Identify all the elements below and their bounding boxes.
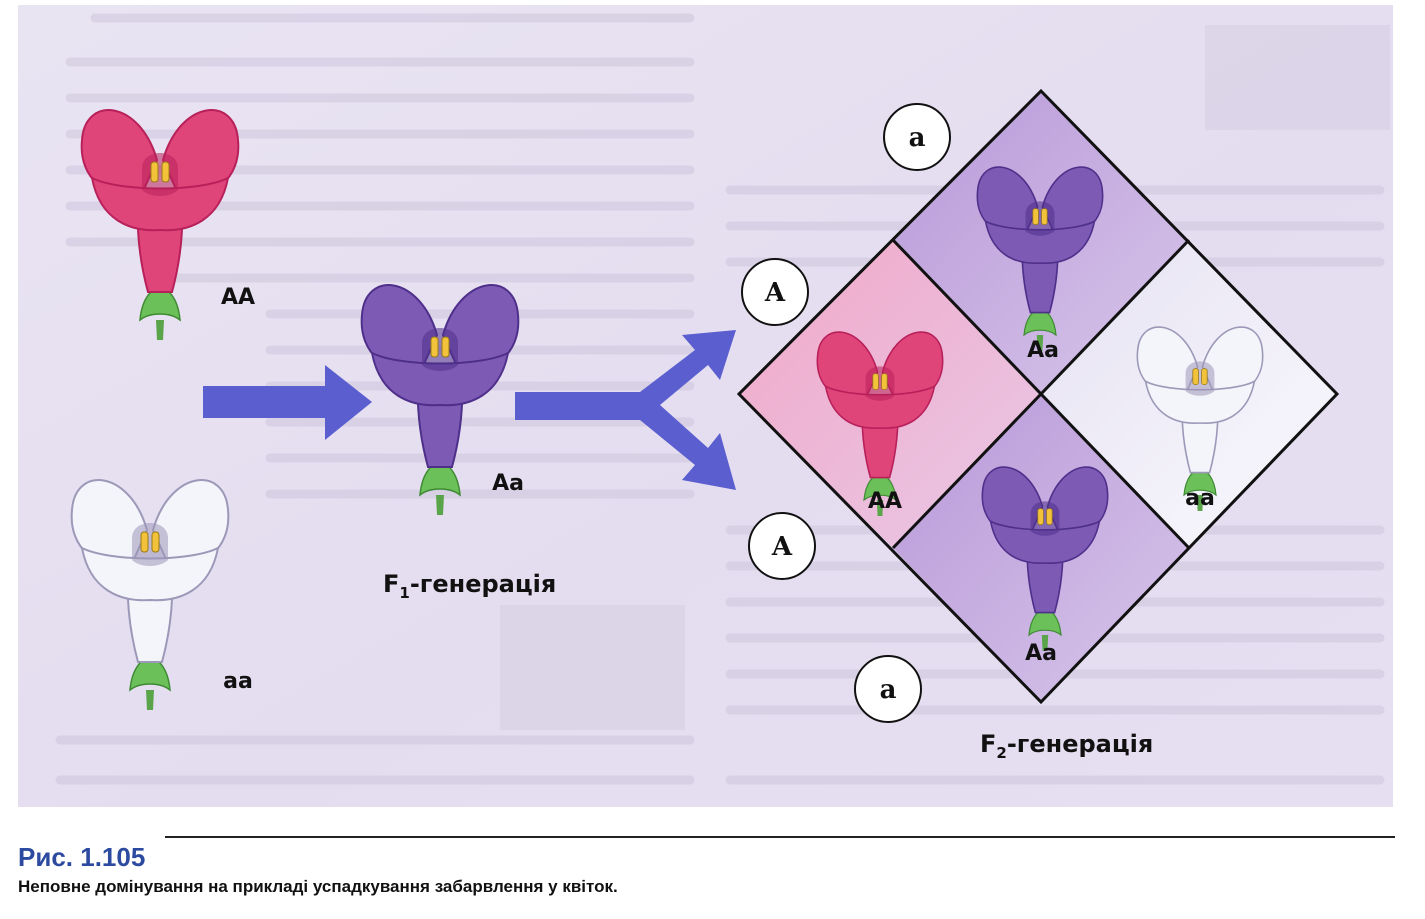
figure-label: Рис. 1.105 [18, 842, 146, 872]
gamete-bottom: a [854, 655, 922, 723]
flower-shape [70, 479, 230, 710]
svg-text:A: A [764, 278, 786, 308]
genotype-f1: Aa [492, 471, 524, 496]
flower-shape [981, 466, 1109, 651]
flower-cell-top [976, 166, 1104, 351]
genotype-cell-top: Aa [1027, 338, 1059, 363]
flower-shape [976, 166, 1104, 351]
genotype-parent-red: AA [221, 285, 255, 310]
f2-generation-label: F2-генерація [980, 730, 1153, 762]
f1-generation-label: F1-генерація [383, 570, 556, 602]
flower-shape [360, 284, 520, 515]
inheritance-diagram: AA Aa aa Aa AA aa Aa F1-генерація F2-ген… [18, 5, 1393, 807]
fork-arrow-to-f2 [515, 330, 736, 490]
flower-cell-bottom [981, 466, 1109, 651]
flower-red-parent [80, 109, 240, 340]
flower-cell-left [816, 331, 944, 516]
gamete-left-upper: A [741, 258, 809, 326]
background-box-2 [1205, 25, 1390, 130]
flower-f1-purple [360, 284, 520, 515]
gamete-left-lower: A [748, 512, 816, 580]
flower-shape [1136, 326, 1264, 511]
gamete-top-right: a [883, 103, 951, 171]
svg-text:A: A [771, 532, 793, 562]
genotype-parent-white: aa [223, 669, 253, 694]
background-box [500, 605, 685, 730]
svg-text:a: a [880, 675, 897, 705]
genotype-cell-bottom: Aa [1025, 641, 1057, 666]
flower-cell-right [1136, 326, 1264, 511]
figure-rule [165, 836, 1395, 838]
flower-shape [816, 331, 944, 516]
genotype-cell-right: aa [1185, 486, 1215, 511]
genotype-cell-left: AA [868, 489, 902, 514]
flower-white-parent [70, 479, 230, 710]
arrow-to-f1 [203, 365, 372, 440]
figure-caption: Неповне домінування на прикладі успадкув… [18, 877, 618, 896]
flower-shape [80, 109, 240, 340]
arrows [203, 330, 736, 490]
svg-text:a: a [909, 123, 926, 153]
